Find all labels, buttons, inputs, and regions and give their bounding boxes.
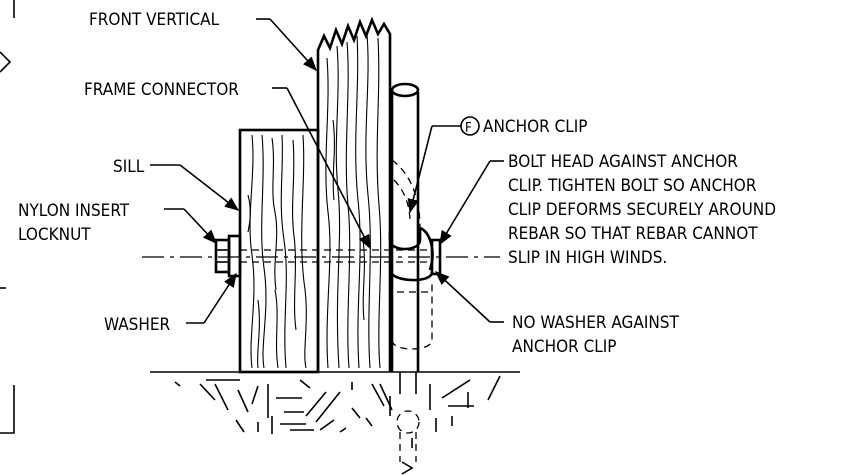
label-nylon-insert: NYLON INSERT <box>18 201 130 221</box>
label-anchor-clip: ANCHOR CLIP <box>483 117 588 137</box>
label-anchor-clip-tag: F <box>465 121 472 136</box>
label-locknut: LOCKNUT <box>18 225 91 245</box>
label-no-washer-line-2: ANCHOR CLIP <box>512 337 617 357</box>
label-washer: WASHER <box>104 315 171 335</box>
leader-lines <box>150 18 504 324</box>
note-bolt-line-4: REBAR SO THAT REBAR CANNOT <box>508 224 758 244</box>
ground-hatch <box>150 371 520 475</box>
rebar <box>390 82 420 394</box>
label-front-vertical: FRONT VERTICAL <box>89 10 220 30</box>
label-sill: SILL <box>113 157 145 177</box>
anchor-clip-tag-circle <box>460 116 480 136</box>
label-frame-connector: FRAME CONNECTOR <box>84 80 239 100</box>
note-bolt-line-2: CLIP. TIGHTEN BOLT SO ANCHOR <box>508 176 757 196</box>
front-vertical-timber <box>316 16 392 372</box>
label-no-washer-line-1: NO WASHER AGAINST <box>512 313 679 333</box>
note-bolt-line-3: CLIP DEFORMS SECURELY AROUND <box>508 200 776 220</box>
page-edge-fragments <box>0 0 15 434</box>
note-bolt-line-5: SLIP IN HIGH WINDS. <box>508 248 667 268</box>
bolt-assembly <box>142 234 500 278</box>
sill-timber <box>238 128 320 374</box>
note-bolt-line-1: BOLT HEAD AGAINST ANCHOR <box>508 152 738 172</box>
anchor-clip <box>388 159 434 350</box>
